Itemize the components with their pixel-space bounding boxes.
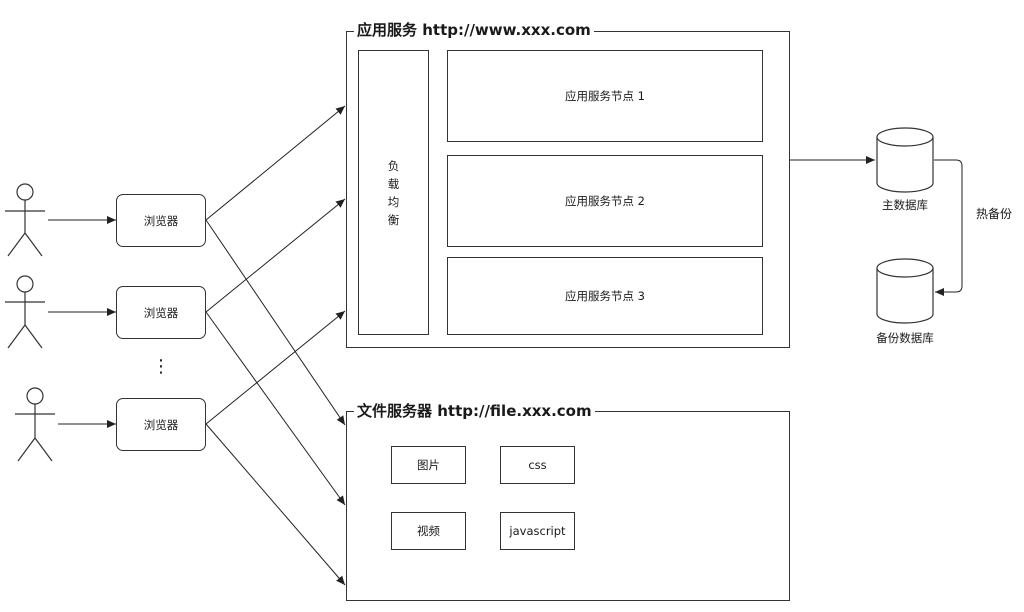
file-item-javascript: javascript [500, 512, 575, 550]
load-balancer [358, 50, 429, 335]
main-database-label: 主数据库 [882, 198, 928, 212]
browser-node: 浏览器 [116, 398, 206, 451]
main-database-icon [876, 127, 934, 193]
user-icon [5, 183, 45, 257]
backup-database-label: 备份数据库 [876, 331, 934, 345]
browser-to-file-arrow [205, 219, 346, 426]
user-icon [15, 387, 55, 462]
file-service-container [346, 411, 790, 601]
file-item-css: css [500, 446, 575, 484]
user-icon [5, 275, 45, 349]
browser-node: 浏览器 [116, 286, 206, 339]
hot-backup-arrow [934, 159, 963, 296]
browser-to-app-arrow [205, 105, 346, 221]
file-item-video: 视频 [391, 512, 466, 550]
hot-backup-label: 热备份 [976, 207, 1013, 221]
app-node-1: 应用服务节点 1 [447, 50, 763, 142]
browser-node: 浏览器 [116, 194, 206, 247]
app-node-3: 应用服务节点 3 [447, 257, 763, 335]
app-service-title: 应用服务 http://www.xxx.com [354, 21, 594, 39]
browser-to-file-arrow [205, 311, 346, 506]
backup-database-icon [876, 258, 934, 324]
browser-to-app-arrow [205, 198, 346, 313]
load-balancer-label: 负 载 均 衡 [387, 158, 400, 227]
app-node-2: 应用服务节点 2 [447, 155, 763, 247]
file-item-images: 图片 [391, 446, 466, 484]
browser-to-file-arrow [205, 423, 346, 586]
file-service-title: 文件服务器 http://file.xxx.com [354, 402, 595, 420]
browser-to-app-arrow [205, 310, 346, 425]
ellipsis: ⋮ [152, 356, 170, 377]
